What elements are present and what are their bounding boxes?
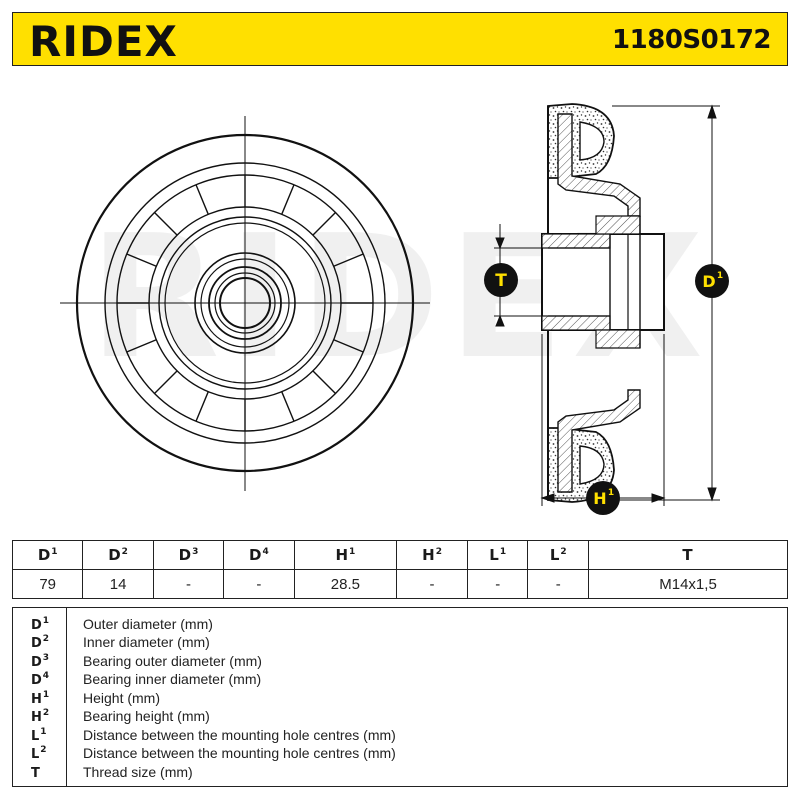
svg-text:H: H xyxy=(593,489,606,508)
legend-symbol: D2 xyxy=(31,634,50,651)
spec-header-cell: D2 xyxy=(82,540,154,570)
label-d1: D 1 xyxy=(695,264,729,298)
spec-header-row: D1 D2 D3 D4 H1 H2 L1 L2 T xyxy=(11,540,788,570)
front-view xyxy=(60,116,430,491)
spec-header-cell: T xyxy=(588,540,788,570)
svg-text:T: T xyxy=(495,271,507,291)
legend-symbol: H1 xyxy=(31,690,50,707)
spec-header-cell: D1 xyxy=(11,540,84,570)
brand-logo-text: RIDEX xyxy=(29,17,178,64)
legend-row: L2 Distance between the mounting hole ce… xyxy=(13,745,787,763)
part-number: 1180S0172 xyxy=(612,25,771,55)
spec-value-cell: 28.5 xyxy=(293,569,398,599)
spec-header-cell: L1 xyxy=(466,540,529,570)
legend-symbol: L1 xyxy=(31,727,47,744)
svg-text:1: 1 xyxy=(717,271,723,281)
legend-symbol: D4 xyxy=(31,671,50,688)
spec-value-cell: 14 xyxy=(82,569,154,599)
spec-table: D1 D2 D3 D4 H1 H2 L1 L2 T 79 14 - - 28.5… xyxy=(11,540,788,599)
spec-header-cell: H1 xyxy=(293,540,398,570)
legend-symbol: D3 xyxy=(31,653,50,670)
spec-header-cell: D4 xyxy=(223,540,295,570)
legend-symbol: H2 xyxy=(31,708,50,725)
ridex-logo: RIDEX xyxy=(29,17,178,64)
legend-description: Height (mm) xyxy=(83,690,161,706)
section-view xyxy=(541,103,665,503)
spec-value-cell: - xyxy=(152,569,225,599)
dimension-lines xyxy=(494,104,720,506)
label-t: T xyxy=(484,263,518,297)
legend-box: D1 Outer diameter (mm) D2 Inner diameter… xyxy=(12,607,788,787)
spec-value-cell: - xyxy=(223,569,295,599)
legend-row: D4 Bearing inner diameter (mm) xyxy=(13,671,787,689)
legend-row: T Thread size (mm) xyxy=(13,764,787,782)
spec-value-cell: - xyxy=(466,569,529,599)
legend-symbol: T xyxy=(31,766,40,781)
legend-row: H1 Height (mm) xyxy=(13,690,787,708)
legend-row: D2 Inner diameter (mm) xyxy=(13,634,787,652)
legend-row: H2 Bearing height (mm) xyxy=(13,708,787,726)
legend-description: Distance between the mounting hole centr… xyxy=(83,727,396,743)
svg-text:1: 1 xyxy=(608,488,614,498)
label-h1: H 1 xyxy=(586,481,620,515)
legend-symbol: D1 xyxy=(31,616,50,633)
legend-description: Distance between the mounting hole centr… xyxy=(83,745,396,761)
technical-drawing: RIDEX xyxy=(60,103,729,515)
header-bar: RIDEX 1180S0172 xyxy=(12,12,788,66)
spec-header-cell: D3 xyxy=(152,540,225,570)
legend-description: Thread size (mm) xyxy=(83,764,193,780)
spec-value-cell: - xyxy=(527,569,590,599)
legend-description: Bearing outer diameter (mm) xyxy=(83,653,262,669)
spec-value-cell: M14x1,5 xyxy=(588,569,788,599)
spec-value-row: 79 14 - - 28.5 - - - M14x1,5 xyxy=(11,569,788,599)
legend-row: D3 Bearing outer diameter (mm) xyxy=(13,653,787,671)
spec-value-cell: 79 xyxy=(11,569,84,599)
legend-row: L1 Distance between the mounting hole ce… xyxy=(13,727,787,745)
legend-description: Bearing height (mm) xyxy=(83,708,210,724)
legend-divider xyxy=(66,608,67,786)
legend-description: Outer diameter (mm) xyxy=(83,616,213,632)
svg-text:D: D xyxy=(702,272,715,291)
legend-row: D1 Outer diameter (mm) xyxy=(13,616,787,634)
spec-header-cell: L2 xyxy=(527,540,590,570)
legend-symbol: L2 xyxy=(31,745,47,762)
spec-value-cell: - xyxy=(396,569,468,599)
legend-description: Bearing inner diameter (mm) xyxy=(83,671,262,687)
spec-header-cell: H2 xyxy=(396,540,468,570)
legend-description: Inner diameter (mm) xyxy=(83,634,210,650)
